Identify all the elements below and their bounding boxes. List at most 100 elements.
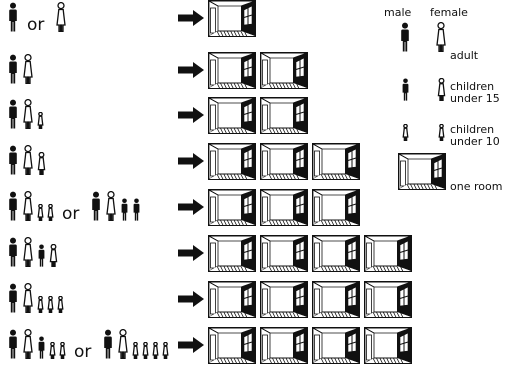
female-child-under-10-icon (36, 295, 45, 317)
room-icon (260, 52, 308, 93)
male-adult-icon (6, 145, 20, 179)
room-set (208, 143, 364, 184)
female-adult-icon (116, 328, 130, 363)
legend-children-10-label-1: children (450, 123, 495, 136)
room-set (208, 52, 312, 93)
male-adult-icon (6, 191, 20, 225)
legend-male-header: male (384, 6, 412, 19)
male-adult-icon (6, 99, 20, 133)
arrow-right-icon (178, 245, 204, 265)
legend-children-15-label-1: children (450, 80, 495, 93)
legend-one-room-label: one room (450, 180, 503, 193)
or-label: or (62, 204, 80, 224)
room-icon (208, 281, 256, 322)
female-child-under-10-icon (48, 341, 57, 363)
room-icon (312, 327, 360, 368)
household-persons (6, 52, 36, 88)
or-label: or (27, 15, 45, 35)
female-adult-icon (21, 190, 35, 225)
room-icon (260, 281, 308, 322)
room-icon (364, 327, 412, 368)
legend-child15-male-icon (400, 78, 411, 105)
legend-children-15-label-2: under 15 (450, 92, 500, 105)
female-child-under-10-icon (46, 203, 55, 225)
male-adult-icon (6, 329, 20, 363)
room-icon (260, 235, 308, 276)
arrow-right-icon (178, 291, 204, 311)
room-set (208, 189, 364, 230)
legend-children-10-label-2: under 10 (450, 135, 500, 148)
female-adult-icon (21, 328, 35, 363)
room-icon (260, 189, 308, 230)
female-adult-icon (104, 190, 118, 225)
female-adult-icon (21, 98, 35, 133)
female-child-under-15-icon (36, 151, 47, 179)
household-row: or (0, 189, 440, 227)
arrow-right-icon (178, 10, 204, 30)
room-icon (260, 143, 308, 184)
room-icon (208, 52, 256, 93)
arrow-right-icon (178, 337, 204, 357)
room-icon (208, 235, 256, 276)
room-icon (312, 281, 360, 322)
female-adult-icon (21, 53, 35, 88)
room-set (208, 97, 312, 138)
female-adult-icon (21, 236, 35, 271)
room-icon (364, 281, 412, 322)
arrow-right-icon (178, 107, 204, 127)
legend-room-icon (398, 153, 446, 194)
household-row (0, 97, 440, 135)
household-persons: or (6, 189, 143, 225)
female-adult-icon (21, 144, 35, 179)
household-row: or (0, 327, 440, 365)
household-persons: or (6, 0, 69, 36)
legend-child10-female-icon (437, 123, 446, 145)
household-persons: or (6, 327, 171, 363)
legend-adult-male-icon (398, 22, 412, 56)
male-child-under-15-icon (131, 198, 142, 225)
household-row (0, 235, 440, 273)
room-icon (312, 143, 360, 184)
female-child-under-10-icon (161, 341, 170, 363)
legend-child10-male-icon (401, 123, 410, 145)
household-row (0, 52, 440, 90)
room-icon (208, 143, 256, 184)
arrow-right-icon (178, 153, 204, 173)
female-child-under-10-icon (131, 341, 140, 363)
room-set (208, 0, 260, 41)
male-adult-icon (6, 283, 20, 317)
room-icon (260, 97, 308, 138)
legend-female-header: female (430, 6, 468, 19)
male-adult-icon (6, 237, 20, 271)
male-child-under-15-icon (36, 336, 47, 363)
household-persons (6, 281, 66, 317)
household-row: or (0, 0, 440, 38)
female-child-under-15-icon (48, 243, 59, 271)
female-child-under-10-icon (56, 295, 65, 317)
female-child-under-10-icon (36, 111, 45, 133)
room-set (208, 281, 416, 322)
male-adult-icon (6, 2, 20, 36)
legend-adult-female-icon (434, 21, 448, 56)
room-icon (208, 327, 256, 368)
female-adult-icon (54, 1, 68, 36)
room-icon (208, 0, 256, 41)
female-child-under-10-icon (46, 295, 55, 317)
male-child-under-15-icon (119, 198, 130, 225)
room-icon (208, 189, 256, 230)
female-adult-icon (21, 282, 35, 317)
household-persons (6, 235, 60, 271)
female-child-under-10-icon (36, 203, 45, 225)
female-child-under-10-icon (151, 341, 160, 363)
arrow-right-icon (178, 62, 204, 82)
arrow-right-icon (178, 199, 204, 219)
male-child-under-15-icon (36, 244, 47, 271)
male-adult-icon (101, 329, 115, 363)
legend-adult-label: adult (450, 49, 479, 62)
male-adult-icon (6, 54, 20, 88)
household-row (0, 143, 440, 181)
legend: male female adult children under 15 chil… (384, 0, 509, 200)
household-persons (6, 143, 48, 179)
legend-child15-female-icon (436, 77, 447, 105)
household-row (0, 281, 440, 319)
